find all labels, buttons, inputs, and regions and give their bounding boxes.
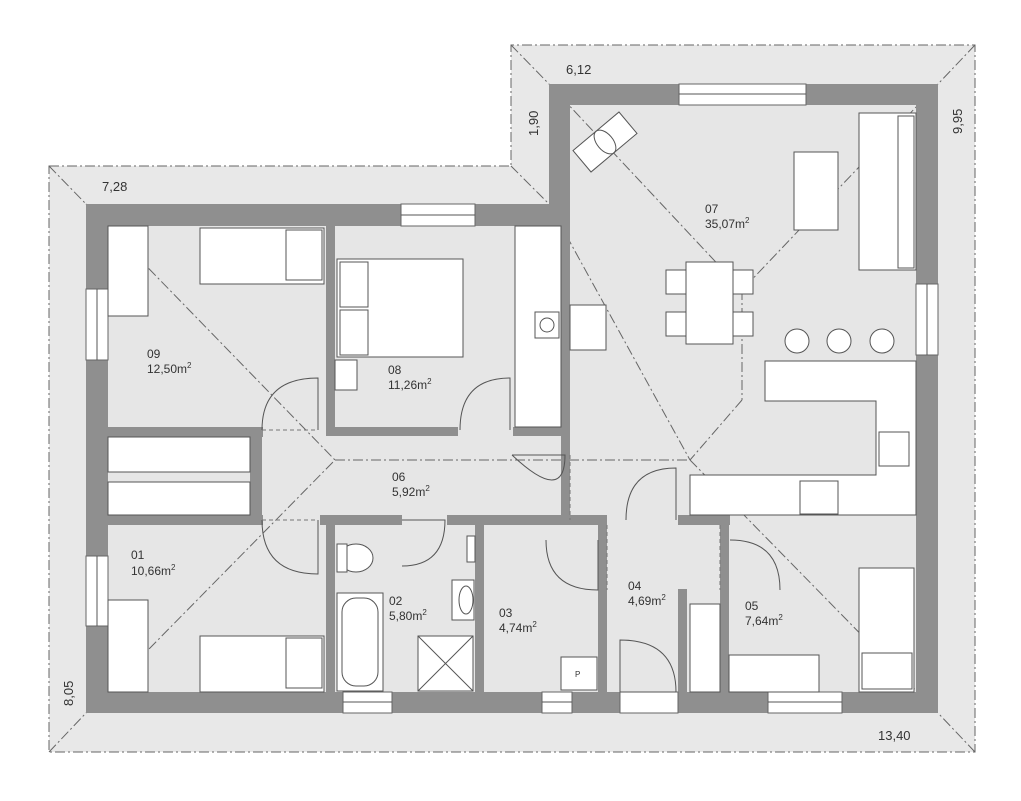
room-label-02: 02 5,80m2 — [389, 594, 427, 623]
room-label-06: 06 5,92m2 — [392, 470, 430, 499]
windows — [85, 83, 939, 714]
svg-text:07: 07 — [705, 202, 719, 216]
svg-text:12,50m2: 12,50m2 — [147, 361, 192, 376]
furniture — [107, 111, 917, 693]
dimension-top-right: 6,12 — [566, 62, 591, 77]
dimension-top-left: 7,28 — [102, 179, 127, 194]
svg-text:05: 05 — [745, 599, 759, 613]
room-label-01: 01 10,66m2 — [131, 548, 176, 578]
svg-text:5,80m2: 5,80m2 — [389, 608, 427, 623]
room-label-05: 05 7,64m2 — [745, 599, 783, 628]
dimension-bottom: 13,40 — [878, 728, 911, 743]
room-label-08: 08 11,26m2 — [388, 363, 432, 392]
doors — [261, 377, 781, 693]
room-label-03: 03 4,74m2 — [499, 606, 537, 635]
svg-text:5,92m2: 5,92m2 — [392, 484, 430, 499]
svg-text:35,07m2: 35,07m2 — [705, 216, 750, 231]
svg-text:03: 03 — [499, 606, 513, 620]
dimension-left: 8,05 — [61, 681, 76, 706]
boiler-label: P — [575, 670, 580, 679]
room-label-04: 04 4,69m2 — [628, 579, 666, 608]
svg-text:01: 01 — [131, 548, 145, 562]
room-label-07: 07 35,07m2 — [705, 202, 750, 231]
svg-text:02: 02 — [389, 594, 403, 608]
dimension-right: 9,95 — [950, 109, 965, 134]
svg-text:06: 06 — [392, 470, 406, 484]
svg-text:04: 04 — [628, 579, 642, 593]
svg-text:08: 08 — [388, 363, 402, 377]
svg-text:10,66m2: 10,66m2 — [131, 563, 176, 578]
svg-text:7,64m2: 7,64m2 — [745, 613, 783, 628]
walls — [86, 84, 938, 713]
svg-text:09: 09 — [147, 347, 161, 361]
svg-text:11,26m2: 11,26m2 — [388, 377, 432, 392]
svg-text:4,74m2: 4,74m2 — [499, 620, 537, 635]
room-label-09: 09 12,50m2 — [147, 347, 192, 376]
dimension-step: 1,90 — [526, 111, 541, 136]
svg-text:4,69m2: 4,69m2 — [628, 593, 666, 608]
